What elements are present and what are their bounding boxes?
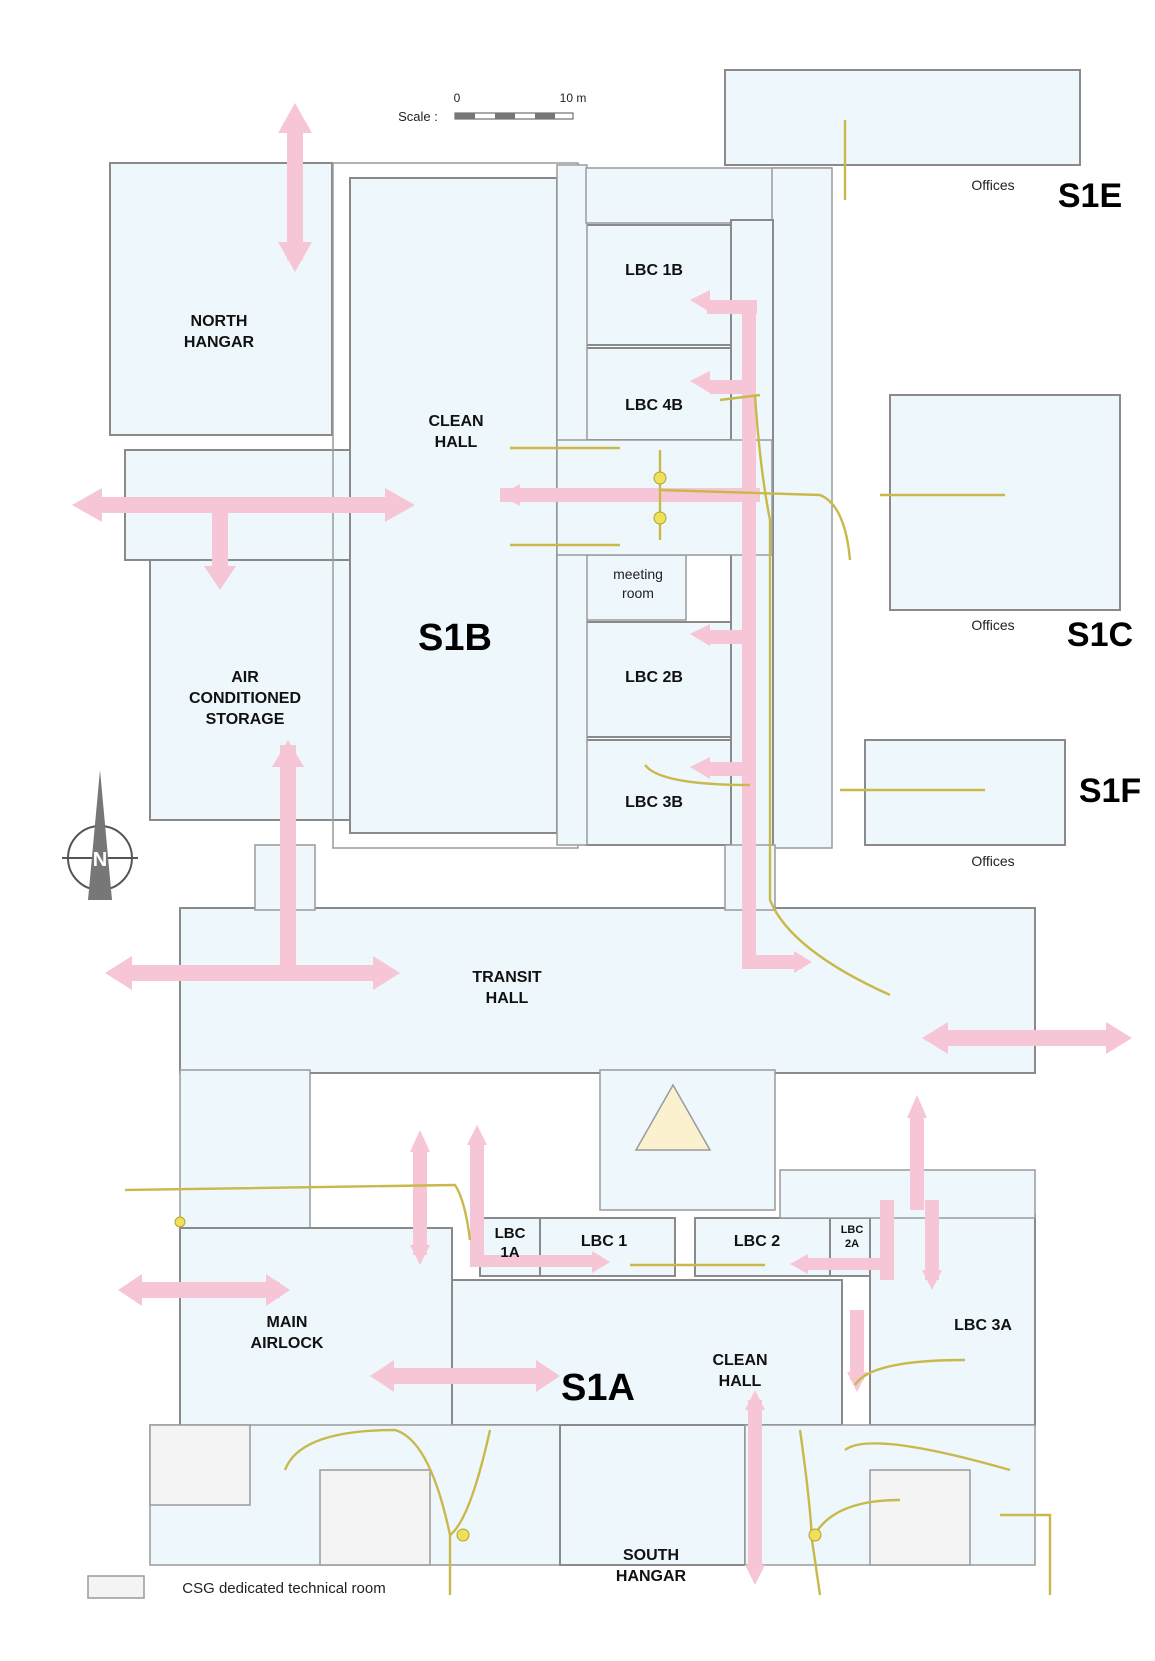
label-air-storage-2: CONDITIONED	[189, 690, 301, 707]
scale-label: Scale :	[398, 109, 438, 124]
label-lbc-2a-2: 2A	[845, 1238, 859, 1250]
label-main-airlock-1: MAIN	[267, 1314, 308, 1331]
label-offices-c: Offices	[971, 617, 1014, 633]
label-north-hangar-2: HANGAR	[184, 334, 255, 351]
transit-hall-room	[179, 907, 1036, 1074]
s1f-offices	[864, 739, 1066, 846]
label-s1b: S1B	[418, 617, 492, 659]
label-offices-e: Offices	[971, 177, 1014, 193]
label-transit-hall-1: TRANSIT	[472, 969, 542, 986]
label-lbc-3b: LBC 3B	[625, 794, 683, 811]
south-hangar-room	[559, 1424, 746, 1566]
label-s1f: S1F	[1079, 772, 1141, 810]
label-clean-hall-b-2: HALL	[435, 434, 478, 451]
lbc-1b-room	[585, 224, 732, 346]
yellow-evacuation-paths	[124, 120, 1052, 1596]
label-s1a: S1A	[561, 1367, 635, 1409]
lbc-3b-room	[585, 739, 732, 846]
label-clean-hall-a-1: CLEAN	[712, 1352, 767, 1369]
compass-rose: N	[62, 770, 138, 900]
tech-room-south-west	[149, 1424, 251, 1506]
main-airlock-room	[179, 1227, 453, 1429]
label-air-storage-1: AIR	[231, 669, 259, 686]
pink-evacuation-arrows	[72, 103, 1132, 1585]
room-labels: S1E S1C S1F S1B S1A Offices Offices Offi…	[184, 177, 1141, 1585]
label-air-storage-3: STORAGE	[206, 711, 285, 728]
label-lbc-3a: LBC 3A	[954, 1317, 1012, 1334]
central-triangle-marker	[634, 1083, 712, 1151]
scale-end: 10 m	[560, 91, 587, 105]
legend: CSG dedicated technical room	[87, 1575, 386, 1599]
label-lbc-1a-1: LBC	[495, 1225, 526, 1242]
lbc-3a-annex	[779, 1169, 1036, 1219]
label-main-airlock-2: AIRLOCK	[251, 1335, 324, 1352]
tech-room-south-mid	[319, 1469, 431, 1566]
label-south-hangar-1: SOUTH	[623, 1547, 679, 1564]
s1a-clean-hall-room	[451, 1279, 843, 1426]
label-clean-hall-a-2: HALL	[719, 1373, 762, 1390]
label-transit-hall-2: HALL	[486, 990, 529, 1007]
s1e-offices	[724, 69, 1081, 166]
lbc-4b-room	[585, 347, 732, 441]
label-lbc-2: LBC 2	[734, 1233, 780, 1250]
label-offices-f: Offices	[971, 853, 1014, 869]
east-office-strip	[771, 167, 833, 849]
west-service-block	[179, 1069, 311, 1231]
scale-bar: Scale : 0 10 m	[398, 91, 586, 124]
scale-start: 0	[454, 91, 461, 105]
compass-letter: N	[93, 849, 107, 871]
label-north-hangar-1: NORTH	[191, 313, 248, 330]
label-lbc-2a-1: LBC	[841, 1224, 864, 1236]
label-south-hangar-2: HANGAR	[616, 1568, 687, 1585]
label-s1e: S1E	[1058, 177, 1122, 215]
label-lbc-2b: LBC 2B	[625, 669, 683, 686]
label-s1c: S1C	[1067, 616, 1133, 654]
label-lbc-1b: LBC 1B	[625, 262, 683, 279]
s1c-offices	[889, 394, 1121, 611]
label-clean-hall-b-1: CLEAN	[428, 413, 483, 430]
air-storage-room	[149, 559, 351, 821]
tech-room-south-east	[869, 1469, 971, 1566]
legend-swatch	[87, 1575, 145, 1599]
label-lbc-1a-2: 1A	[500, 1244, 519, 1261]
legend-label: CSG dedicated technical room	[182, 1580, 385, 1597]
label-meeting-1: meeting	[613, 566, 663, 582]
north-arrow-icon	[88, 770, 112, 900]
lbc-3a-room	[869, 1214, 1036, 1426]
label-lbc-1: LBC 1	[581, 1233, 627, 1250]
label-lbc-4b: LBC 4B	[625, 397, 683, 414]
label-meeting-2: room	[622, 585, 654, 601]
